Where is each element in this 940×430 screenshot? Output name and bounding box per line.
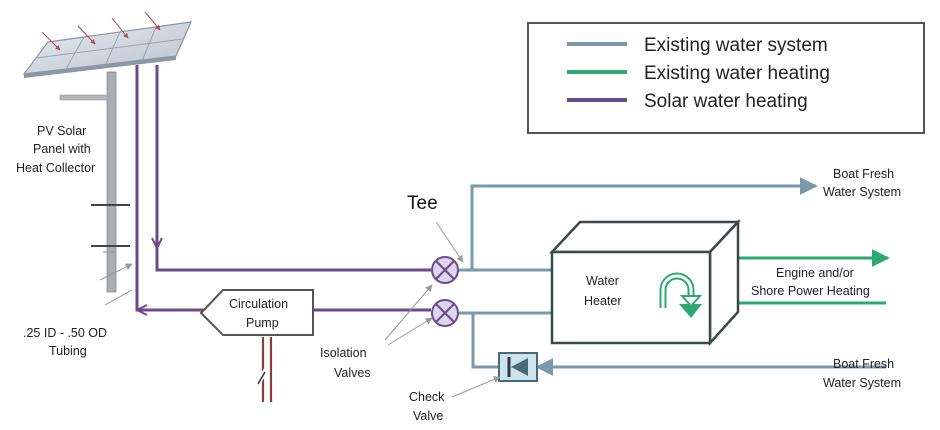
- sun-ray-icon: [111, 17, 129, 39]
- solar-return-line: [155, 65, 431, 272]
- sun-ray-icon: [77, 25, 96, 45]
- legend: Existing water system Existing water hea…: [527, 22, 925, 134]
- svg-text:Valves: Valves: [334, 366, 371, 380]
- svg-text:Pump: Pump: [246, 316, 279, 330]
- sun-ray-icon: [144, 11, 161, 31]
- isolation-valves-label: Isolation Valves: [320, 346, 371, 380]
- water-heater: Water Heater: [549, 218, 741, 347]
- sun-ray-icon: [41, 31, 61, 51]
- legend-label-solar: Solar water heating: [644, 91, 808, 112]
- svg-text:Water System: Water System: [823, 376, 901, 390]
- svg-text:Heater: Heater: [584, 294, 622, 308]
- svg-text:Boat Fresh: Boat Fresh: [833, 357, 894, 371]
- isolation-valve-top: [431, 256, 459, 284]
- svg-text:Panel with: Panel with: [33, 142, 91, 156]
- water-system-lines: [459, 177, 886, 376]
- mounting-pole: [106, 71, 117, 293]
- isolation-valve-bottom: [431, 299, 459, 327]
- check-valve: [498, 352, 538, 382]
- solar-panel: [22, 11, 192, 293]
- svg-text:Tubing: Tubing: [49, 344, 87, 358]
- svg-text:Heat Collector: Heat Collector: [16, 161, 95, 175]
- svg-text:Valve: Valve: [413, 409, 443, 423]
- circulation-pump: Circulation Pump: [199, 289, 314, 402]
- check-valve-label: Check Valve: [409, 390, 445, 423]
- svg-text:Shore Power Heating: Shore Power Heating: [751, 284, 870, 298]
- svg-text:Engine and/or: Engine and/or: [776, 266, 854, 280]
- water-line-check-branch: [471, 313, 499, 369]
- check-valve-icon: [511, 358, 528, 376]
- water-line-tee-to-fresh: [459, 177, 818, 272]
- pump-power-cable: [254, 337, 273, 402]
- pump-body: [199, 289, 314, 336]
- fresh-water-bottom-label: Boat Fresh Water System: [823, 357, 901, 390]
- svg-text:Boat Fresh: Boat Fresh: [833, 167, 894, 181]
- callout-arrows: [99, 221, 501, 398]
- pump-label: Circulation: [229, 297, 288, 311]
- legend-label-water: Existing water system: [644, 35, 828, 56]
- legend-label-heating: Existing water heating: [644, 63, 830, 84]
- recirculate-arrow-icon: [659, 272, 703, 318]
- fresh-water-top-label: Boat Fresh Water System: [823, 167, 901, 199]
- heating-lines: [712, 249, 890, 312]
- tubing-label: .25 ID - .50 OD Tubing: [23, 326, 107, 358]
- svg-text:Water System: Water System: [823, 185, 901, 199]
- solar-supply-line: [135, 65, 208, 312]
- svg-text:PV Solar: PV Solar: [37, 124, 86, 138]
- svg-text:Check: Check: [409, 390, 445, 404]
- solar-tubing: [135, 65, 431, 316]
- legend-box: [527, 22, 925, 134]
- svg-text:.25 ID - .50 OD: .25 ID - .50 OD: [23, 326, 107, 340]
- water-heater-label: Water: [586, 274, 619, 288]
- svg-text:Isolation: Isolation: [320, 346, 367, 360]
- tee-label: Tee: [407, 193, 438, 214]
- engine-heating-label: Engine and/or Shore Power Heating: [751, 266, 870, 298]
- panel-label: PV Solar Panel with Heat Collector: [16, 124, 95, 175]
